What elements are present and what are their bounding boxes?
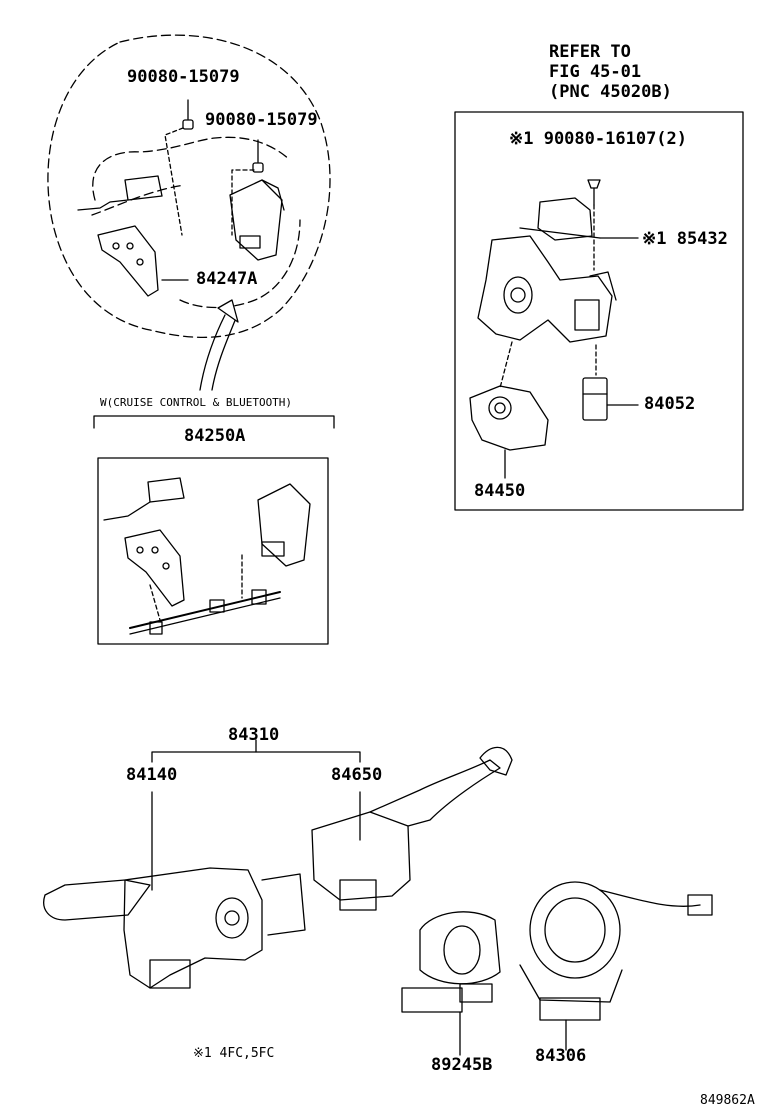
steering-switch-left-84247A[interactable] [77, 175, 189, 297]
label-84450[interactable]: 84450 [474, 481, 526, 501]
label-89245B[interactable]: 89245B [431, 1055, 493, 1075]
refer-line-2: FIG 45-01 [549, 62, 642, 82]
spiral-cable-84306[interactable] [519, 881, 713, 1051]
label-85432[interactable]: ※1 85432 [642, 229, 728, 249]
label-90080-15079-a[interactable]: 90080-15079 [127, 67, 240, 87]
spiral-cable-89245B[interactable] [401, 911, 501, 1056]
screw-90080-15079-a[interactable] [182, 99, 194, 130]
bracket-84310 [151, 751, 361, 763]
steering-lock-housing[interactable] [477, 235, 617, 343]
screw-90080-15079-b[interactable] [252, 139, 264, 173]
figure-id: 849862A [700, 1093, 755, 1108]
kit-wire-harness[interactable] [129, 589, 281, 635]
label-84140[interactable]: 84140 [126, 765, 178, 785]
footnote: ※1 4FC,5FC [193, 1046, 275, 1061]
ignition-key-unit-85432[interactable] [519, 197, 639, 241]
label-90080-15079-b[interactable]: 90080-15079 [205, 110, 318, 130]
kit-box-84250A [97, 457, 329, 645]
kit-switch-right[interactable] [257, 483, 311, 567]
label-84306[interactable]: 84306 [535, 1046, 587, 1066]
label-84247A[interactable]: 84247A [196, 269, 258, 289]
ignition-switch-84450[interactable] [469, 385, 549, 479]
label-84052[interactable]: 84052 [644, 394, 696, 414]
cruise-note: W(CRUISE CONTROL & BLUETOOTH) [100, 396, 293, 409]
label-90080-16107[interactable]: ※1 90080-16107(2) [509, 129, 688, 149]
refer-line-3: (PNC 45020B) [549, 82, 672, 102]
arrow-to-kit [199, 299, 239, 391]
key-transponder-84052[interactable] [582, 377, 639, 421]
label-84650[interactable]: 84650 [331, 765, 383, 785]
kit-bracket [93, 415, 335, 429]
refer-line-1: REFER TO [549, 42, 631, 62]
wiper-switch-84650[interactable] [311, 746, 513, 911]
screw-90080-16107[interactable] [587, 179, 601, 206]
steering-switch-right[interactable] [229, 179, 285, 261]
label-84310[interactable]: 84310 [228, 725, 280, 745]
kit-switch-left[interactable] [103, 477, 185, 607]
lock-box [454, 111, 744, 511]
label-84250A[interactable]: 84250A [184, 426, 246, 446]
turn-signal-switch-84140[interactable] [43, 867, 306, 989]
